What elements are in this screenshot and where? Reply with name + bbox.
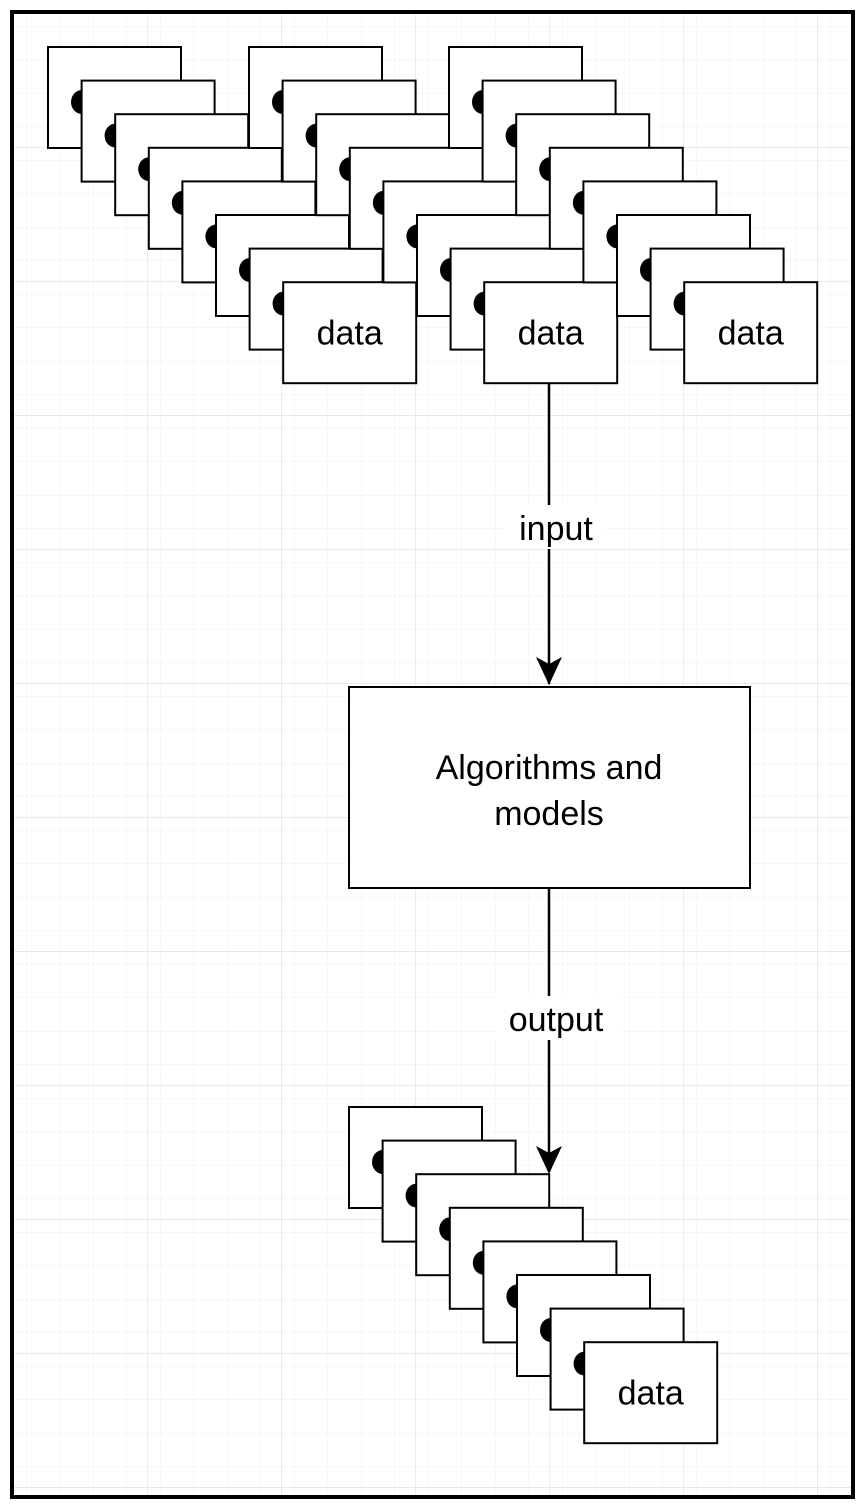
- hidden-label-glyph: [673, 291, 685, 316]
- hidden-label-glyph: [405, 1183, 417, 1208]
- hidden-label-glyph: [439, 1217, 451, 1242]
- hidden-label-glyph: [539, 157, 551, 182]
- data-card-label: data: [518, 315, 584, 353]
- hidden-label-glyph: [305, 123, 317, 148]
- hidden-label-glyph: [372, 1150, 383, 1174]
- data-card-label: data: [618, 1375, 684, 1413]
- output-label-bg: [495, 996, 619, 1040]
- hidden-label-glyph: [372, 190, 384, 215]
- hidden-label-glyph: [440, 258, 451, 282]
- output-data-stack: data: [348, 1106, 719, 1445]
- hidden-label-glyph: [205, 224, 217, 249]
- input-label: input: [519, 510, 593, 548]
- data-card[interactable]: data: [483, 281, 619, 385]
- process-box[interactable]: [348, 686, 751, 889]
- data-card-label: data: [718, 315, 784, 353]
- hidden-label-glyph: [606, 224, 618, 249]
- hidden-label-glyph: [171, 190, 183, 215]
- hidden-label-glyph: [138, 157, 150, 182]
- data-card[interactable]: data: [683, 281, 819, 385]
- process-label-line2: models: [494, 795, 604, 833]
- hidden-label-glyph: [540, 1318, 551, 1342]
- output-edge: output: [495, 888, 619, 1174]
- hidden-label-glyph: [71, 90, 82, 114]
- hidden-label-glyph: [472, 1250, 484, 1275]
- process-label-line1: Algorithms and: [436, 749, 663, 787]
- data-card-rect[interactable]: [583, 1341, 719, 1445]
- hidden-label-glyph: [506, 1284, 518, 1309]
- hidden-label-glyph: [339, 157, 351, 182]
- hidden-label-glyph: [473, 291, 485, 316]
- hidden-label-glyph: [406, 224, 418, 249]
- hidden-label-glyph: [472, 90, 483, 114]
- input-label-bg: [505, 505, 605, 549]
- data-card[interactable]: data: [583, 1341, 719, 1445]
- hidden-label-glyph: [272, 90, 283, 114]
- process-node[interactable]: Algorithms and models: [348, 686, 751, 889]
- data-card-label: data: [317, 315, 383, 353]
- hidden-label-glyph: [272, 291, 284, 316]
- output-arrowhead: [536, 1146, 562, 1174]
- hidden-label-glyph: [104, 123, 116, 148]
- data-card-rect[interactable]: [282, 281, 418, 385]
- hidden-label-glyph: [505, 123, 517, 148]
- input-edge: input: [505, 384, 605, 685]
- input-data-stacks: data data data: [47, 46, 819, 385]
- hidden-label-glyph: [573, 1351, 585, 1376]
- output-label: output: [509, 1001, 604, 1039]
- data-card[interactable]: data: [282, 281, 418, 385]
- hidden-label-glyph: [572, 190, 584, 215]
- hidden-label-glyph: [239, 258, 250, 282]
- hidden-label-glyph: [640, 258, 651, 282]
- input-arrowhead: [536, 657, 562, 685]
- outer-frame: [10, 10, 855, 1499]
- data-card-rect[interactable]: [483, 281, 619, 385]
- data-card-rect[interactable]: [683, 281, 819, 385]
